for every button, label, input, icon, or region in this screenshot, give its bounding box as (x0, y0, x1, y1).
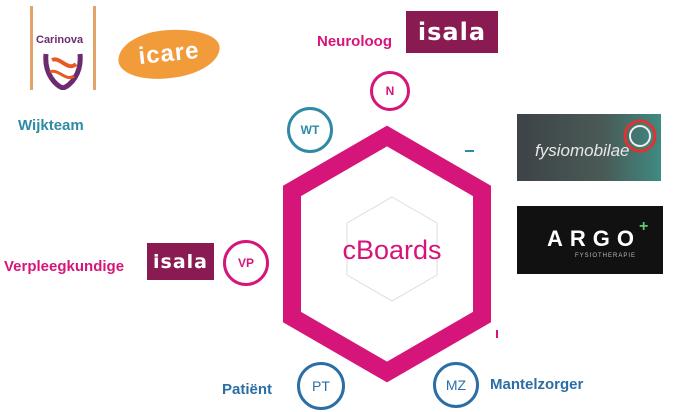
argo-logo-text: ARGO (547, 226, 641, 251)
center-label: cBoards (342, 235, 441, 265)
role-circle-mz[interactable]: MZ (433, 362, 479, 408)
fysiomobilae-logo: fysiomobilae (517, 114, 661, 181)
role-circle-n[interactable]: N (370, 71, 410, 111)
role-label-verpleegkundige: Verpleegkundige (4, 258, 125, 275)
argo-plus-icon: + (639, 218, 649, 235)
role-label-wijkteam: Wijkteam (18, 117, 84, 134)
role-code: MZ (445, 377, 467, 393)
carinova-logo-frame (30, 6, 96, 90)
carinova-logo-text: Carinova (36, 34, 84, 46)
fysiomobilae-logo-text: fysiomobilae (535, 141, 630, 160)
role-code: WT (300, 123, 320, 137)
isala-logo-top: isala (406, 11, 498, 53)
role-label-mantelzorger: Mantelzorger (490, 376, 584, 393)
role-circle-vp[interactable]: VP (223, 240, 269, 286)
isala-logo-text: isala (417, 18, 487, 46)
outer-hexagon (283, 125, 491, 383)
isala-logo-left: isala (147, 243, 214, 280)
fysiomobilae-ring-icon (623, 119, 657, 153)
argo-logo-subtitle: FYSIOTHERAPIE (575, 253, 637, 259)
carinova-logo: Carinova (30, 6, 98, 92)
carinova-emblem-icon (43, 53, 83, 90)
role-code: VP (237, 256, 254, 270)
role-code: PT (312, 378, 330, 394)
isala-logo-text: isala (153, 250, 208, 273)
role-label-patient: Patiënt (222, 381, 273, 398)
role-circle-wt[interactable]: WT (287, 107, 333, 153)
icare-logo-text: icare (137, 36, 201, 71)
argo-logo: ARGO + FYSIOTHERAPIE (517, 206, 663, 274)
role-circle-pt[interactable]: PT (297, 362, 345, 410)
role-label-neuroloog: Neuroloog (317, 33, 392, 50)
inner-hexagon (346, 196, 438, 302)
role-code: N (385, 84, 395, 98)
